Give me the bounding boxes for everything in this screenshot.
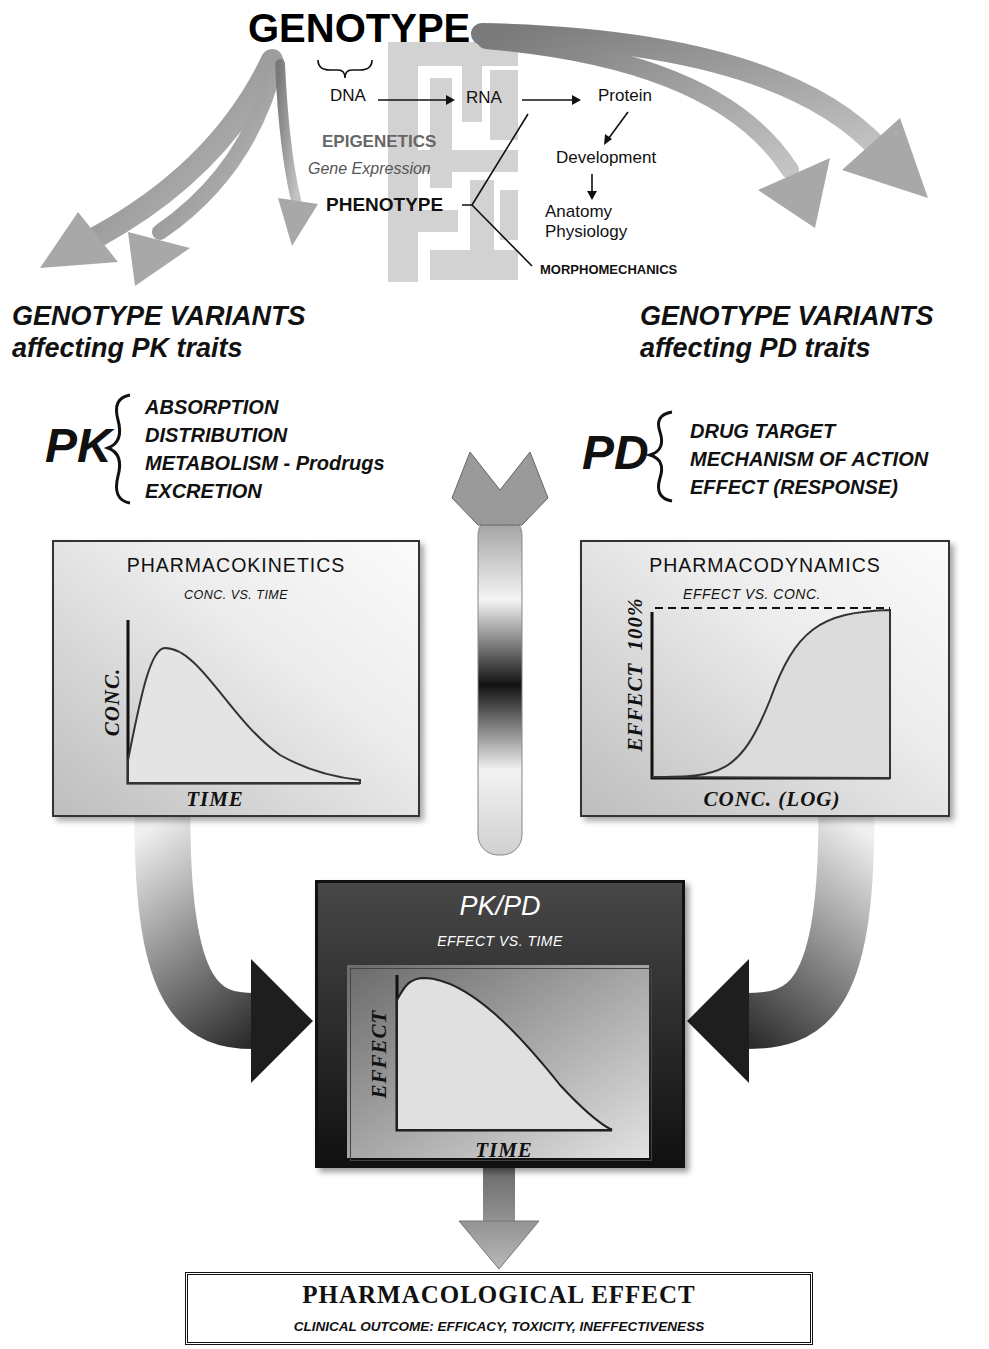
drawing-part: [397, 978, 612, 1130]
drawing-part: [160, 62, 276, 232]
drawing-part: [278, 198, 318, 246]
drawing-part: [462, 42, 482, 122]
label-text: DRUG TARGET: [690, 420, 835, 443]
drawing-part: [446, 95, 455, 105]
label-text: MECHANISM OF ACTION: [690, 448, 928, 471]
drawing-part: [128, 648, 360, 783]
drawing-part: [604, 134, 612, 145]
middle-double-arrow: [452, 452, 548, 855]
node-text: CONC. (LOG): [704, 787, 841, 812]
node-text: PHARMACODYNAMICS: [582, 554, 948, 577]
label-text: GENOTYPE VARIANTS affecting PD traits: [640, 300, 980, 365]
pk-box: PHARMACOKINETICS CONC. VS. TIME CONC. TIME: [52, 540, 420, 817]
genotype-arrows: [95, 34, 880, 238]
pd-box-fill: [580, 540, 950, 817]
node-text: CONC. VS. TIME: [54, 588, 418, 602]
outcome-box: PHARMACOLOGICAL EFFECT CLINICAL OUTCOME: …: [185, 1272, 813, 1345]
label-text: PD: [582, 425, 649, 480]
flow-arrow: [687, 817, 846, 1083]
node-text: PK/PD: [318, 891, 682, 922]
drawing-part: [318, 60, 372, 78]
arrow-shaft: [745, 817, 846, 1021]
drawing-part: [587, 191, 597, 200]
drawing-part: [52, 540, 420, 817]
label-text: Gene Expression: [308, 160, 431, 178]
drawing-part: [650, 412, 672, 501]
pd-box: PHARMACODYNAMICS EFFECT VS. CONC. 100% EFFE…: [580, 540, 950, 817]
pk-box-fill: [52, 540, 420, 817]
drawing-part: [486, 40, 790, 170]
drawing-part: [500, 190, 518, 240]
drawing-part: [522, 99, 578, 101]
drawing-part: [315, 880, 685, 1168]
node-text: CLINICAL OUTCOME: EFFICACY, TOXICITY, IN…: [188, 1319, 810, 1334]
arrow-head: [251, 959, 313, 1083]
label-text: ABSORPTION: [145, 396, 278, 419]
label-text: METABOLISM - Prodrugs: [145, 452, 385, 475]
drawing-part: [128, 620, 360, 783]
label-text: PHENOTYPE: [326, 194, 443, 216]
drawing-part: [478, 515, 522, 855]
label-text: EPIGENETICS: [322, 132, 436, 152]
node-text: EFFECT: [367, 1010, 392, 1099]
flow-arrowheads: [446, 95, 612, 200]
label-text: EXCRETION: [145, 480, 262, 503]
label-text: DNA: [330, 86, 366, 106]
drawing-part: [580, 540, 950, 817]
drawing-part: [280, 64, 296, 200]
bottom-box-fill: [185, 1272, 813, 1345]
label-text: DISTRIBUTION: [145, 424, 287, 447]
node-text: TIME: [186, 787, 244, 812]
drawing-part: [378, 99, 452, 101]
drawing-part: [842, 118, 928, 198]
drawing-part: [185, 1272, 813, 1345]
label-text: Development: [556, 148, 656, 168]
label-text: GENOTYPE VARIANTS affecting PK traits: [12, 300, 382, 365]
pk-brace: [108, 395, 672, 503]
label-text: EFFECT (RESPONSE): [690, 476, 898, 499]
node-text: 100%: [623, 598, 648, 651]
genotype-arrowheads: [40, 118, 928, 286]
arrow-head: [687, 959, 749, 1083]
pkpd-box-fill: [315, 880, 685, 1168]
drawing-part: [347, 965, 649, 1158]
drawing-part: [655, 607, 890, 609]
node-text: EFFECT VS. TIME: [318, 933, 682, 949]
flow-arrow: [162, 817, 313, 1083]
label-text: Protein: [598, 86, 652, 106]
label-text: MORPHOMECHANICS: [540, 262, 677, 277]
drawing-part: [462, 114, 532, 266]
drawing-part: [430, 250, 518, 280]
label-text: RNA: [466, 88, 502, 108]
node-text: PHARMACOKINETICS: [54, 554, 418, 577]
arrow-head: [459, 1221, 539, 1269]
pkpd-box: EFFECT TIME PK/PD EFFECT VS. TIME: [315, 880, 685, 1168]
node-text: PHARMACOLOGICAL EFFECT: [188, 1281, 810, 1309]
drawing-part: [652, 610, 890, 778]
drawing-part: [452, 452, 548, 525]
drawing-part: [128, 232, 190, 286]
drawing-part: [40, 212, 118, 268]
node-text: TIME: [475, 1138, 533, 1163]
diagram-title: GENOTYPE: [248, 6, 470, 51]
arrow-shaft: [162, 817, 255, 1021]
label-text: Anatomy Physiology: [545, 202, 645, 242]
arrow-shaft: [483, 1168, 515, 1223]
drawing-part: [572, 95, 581, 105]
pkpd-chart-panel: EFFECT TIME: [350, 968, 652, 1161]
node-text: EFFECT VS. CONC.: [683, 586, 821, 602]
node-text: EFFECT: [623, 663, 648, 752]
node-text: CONC.: [100, 668, 125, 737]
label-text: PK: [45, 418, 112, 473]
flow-arrow: [459, 1168, 539, 1269]
drawing-part: [397, 975, 612, 1130]
drawing-part: [758, 158, 830, 228]
